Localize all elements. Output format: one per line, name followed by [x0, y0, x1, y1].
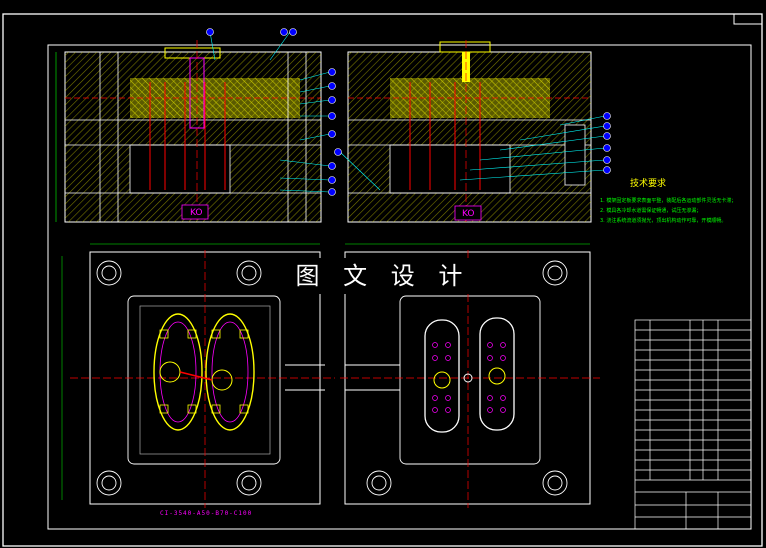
mold-base-part-number: CI-3540-A50-B70-C100: [160, 510, 253, 517]
note-3: 3. 浇注系统流道须抛光，顶出机构动作可靠，开模顺畅。: [600, 218, 727, 224]
note-1: 1. 模架固定板要求表面平整，装配后各运动部件灵活无卡滞；: [600, 198, 737, 204]
ko-label-left: KO: [190, 208, 203, 218]
section-view-right: [334, 40, 611, 223]
sheet-border: [2, 13, 763, 547]
technical-requirements-title: 技术要求: [630, 179, 667, 189]
technical-notes: 1. 模架固定板要求表面平整，装配后各运动部件灵活无卡滞； 2. 模具各冷却水道…: [600, 196, 750, 226]
note-2: 2. 模具各冷却水道需保证畅通，试压无渗漏；: [600, 208, 702, 214]
plan-view-core-side: [340, 243, 600, 508]
plan-view-cavity-side: [61, 243, 335, 508]
section-view-left: [55, 28, 336, 223]
bill-of-materials: [634, 319, 752, 530]
watermark-banner: 图 文 设 计: [290, 258, 476, 294]
drawing-frame: [47, 44, 752, 530]
ko-label-right: KO: [462, 209, 475, 219]
